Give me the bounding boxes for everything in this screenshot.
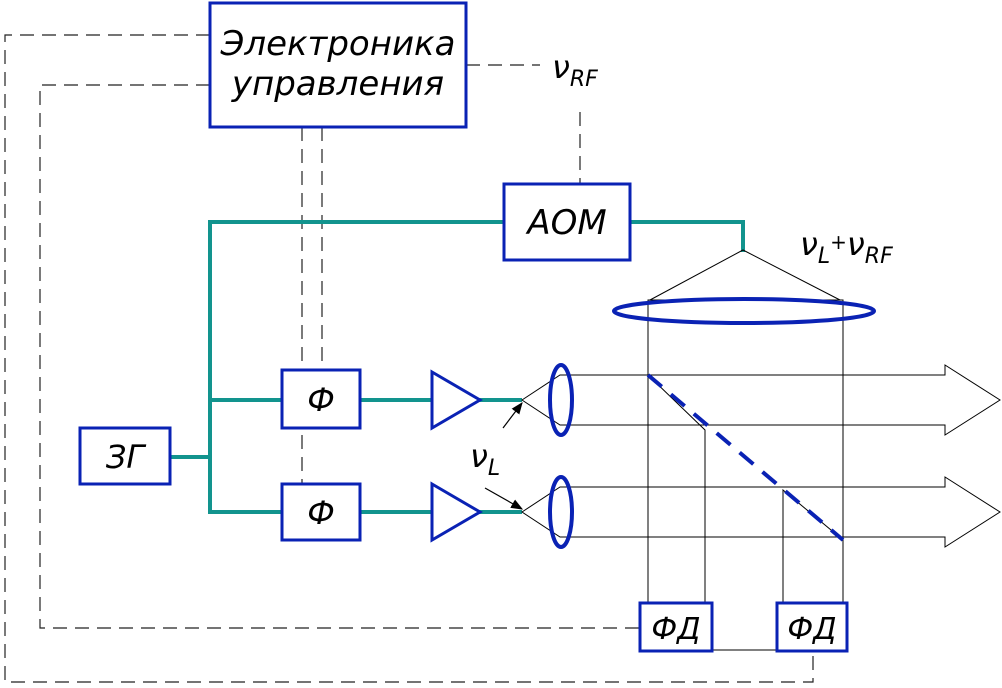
- phase-shifter-1-label: Ф: [307, 381, 335, 419]
- beam-horizontal-1: [521, 364, 1001, 436]
- electronics-label-line1: Электроника: [220, 24, 456, 64]
- wire-bus: [208, 220, 506, 514]
- control-lines: [4, 34, 814, 683]
- nu-sum-plus: +: [830, 230, 847, 254]
- nu-l-label: νL: [470, 437, 500, 481]
- control-line-outer: [4, 34, 814, 683]
- signal-wiring: [168, 220, 745, 514]
- optical-beams: [521, 249, 1001, 651]
- nu-l-symbol: ν: [470, 437, 488, 475]
- nu-rf-symbol: ν: [552, 48, 570, 86]
- nu-l-arrow-down: [484, 487, 524, 510]
- beam-horizontal-2: [521, 476, 1001, 548]
- beam-vertical: [647, 299, 844, 651]
- nu-sum-subscript-rf: RF: [865, 244, 893, 269]
- nu-sum-label: νL+νRF: [800, 225, 893, 269]
- photodetector-2-label: ФД: [787, 612, 836, 647]
- generator-label: ЗГ: [106, 438, 147, 476]
- electronics-block: Электроника управления: [208, 1, 468, 129]
- phase-shifter-2-label: Ф: [307, 494, 335, 532]
- beam-splitter: [646, 373, 845, 542]
- nu-sum-subscript-l: L: [818, 244, 830, 269]
- photodetector-2: ФД: [775, 601, 849, 653]
- generator-block: ЗГ: [78, 426, 172, 486]
- aom-block: АОМ: [502, 182, 632, 262]
- photodetector-1: ФД: [638, 601, 714, 653]
- wire-aom-out: [628, 220, 745, 252]
- aom-label: АОМ: [525, 203, 606, 243]
- electronics-label-line2: управления: [231, 64, 444, 104]
- nu-l-arrow-up: [502, 402, 523, 429]
- nu-sum-symbol-1: ν: [800, 225, 818, 263]
- phase-shifter-2: Ф: [280, 482, 362, 542]
- nu-rf-subscript: RF: [570, 67, 598, 92]
- amplifier-2: [430, 481, 483, 543]
- control-line-inner: [39, 84, 640, 629]
- lens-top: [612, 297, 876, 325]
- lens-1: [548, 363, 574, 437]
- amplifier-1: [430, 369, 483, 431]
- lens-2: [548, 475, 574, 549]
- photodetector-1-label: ФД: [651, 612, 700, 647]
- nu-l-subscript: L: [488, 456, 500, 481]
- nu-sum-symbol-2: ν: [847, 225, 865, 263]
- phase-shifter-1: Ф: [280, 368, 362, 430]
- nu-rf-label: νRF: [552, 48, 598, 92]
